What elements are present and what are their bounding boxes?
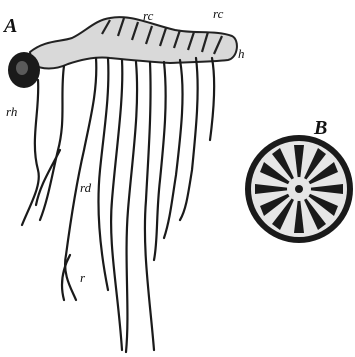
panel-b-cross-section bbox=[245, 135, 353, 243]
label-h: h bbox=[238, 46, 245, 61]
roots bbox=[22, 58, 214, 352]
label-rd: rd bbox=[80, 180, 92, 195]
label-a: A bbox=[2, 15, 17, 37]
label-rh: rh bbox=[6, 104, 17, 119]
panel-a-drawing bbox=[8, 17, 237, 352]
label-b: B bbox=[313, 117, 327, 139]
label-rc-left: rc bbox=[143, 8, 154, 23]
label-rc-right: rc bbox=[213, 6, 224, 21]
label-r: r bbox=[80, 270, 86, 285]
